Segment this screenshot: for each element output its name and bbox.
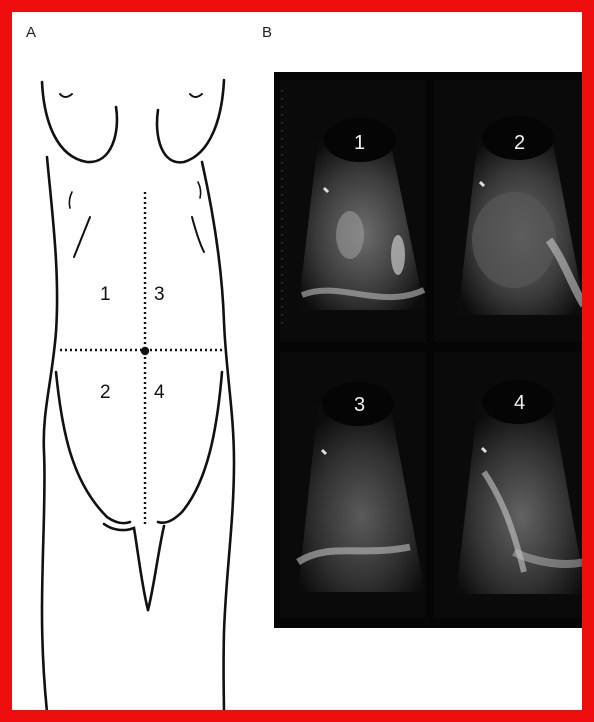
left-abdomen-curve [56,372,130,523]
left-breast-outline [42,82,117,162]
right-flank-mark [198,182,201,198]
ultrasound-image-4: 4 [434,352,588,618]
umbilicus-dot [141,347,149,355]
left-torso-outline [42,157,57,712]
groin-line [104,524,148,610]
ultrasound-image-3: 3 [280,352,426,618]
right-rib-line [192,217,204,252]
ultrasound-label-1: 1 [354,132,365,155]
panel-b-label: B [262,24,272,41]
right-nipple [190,94,202,97]
ultrasound-label-3: 3 [354,394,365,417]
groin-line-right [148,526,164,610]
quadrant-label-1: 1 [100,284,111,306]
left-nipple [60,94,72,97]
quadrant-label-4: 4 [154,382,165,404]
quadrant-label-2: 2 [100,382,111,404]
ultrasound-image-2: 2 [434,80,588,342]
ultrasound-label-4: 4 [514,392,525,415]
right-breast-outline [157,80,224,162]
ultrasound-image-1: 1 [280,80,426,342]
left-flank-mark [69,192,72,208]
ultrasound-panel: 1 2 [274,72,594,628]
quadrant-label-3: 3 [154,284,165,306]
right-torso-outline [202,162,234,712]
panel-a-label: A [26,24,36,41]
left-rib-line [74,217,90,257]
ultrasound-label-2: 2 [514,132,525,155]
right-abdomen-curve [158,372,222,523]
